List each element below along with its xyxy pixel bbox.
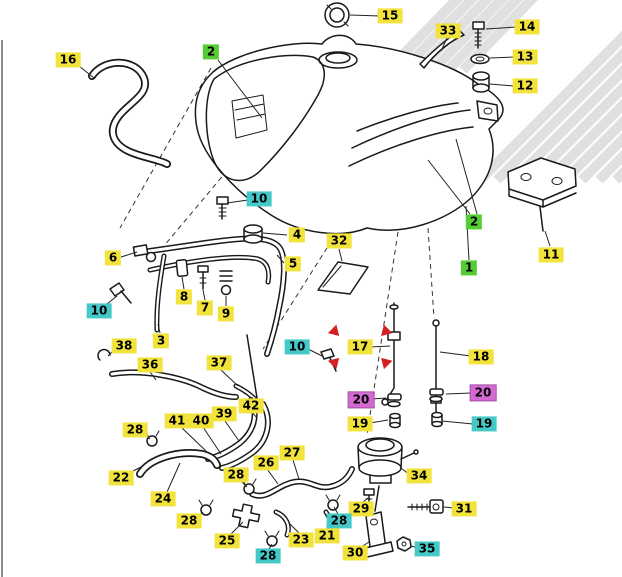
part-label-36[interactable]: 36 xyxy=(137,357,163,373)
part-label-1[interactable]: 1 xyxy=(460,260,478,276)
part-label-16[interactable]: 16 xyxy=(55,52,81,68)
part-label-11[interactable]: 11 xyxy=(538,247,564,263)
part-label-10[interactable]: 10 xyxy=(284,339,310,355)
part-label-12[interactable]: 12 xyxy=(512,78,538,94)
damper-32 xyxy=(317,261,369,295)
part-label-20[interactable]: 20 xyxy=(469,384,497,402)
part-label-14[interactable]: 14 xyxy=(514,19,540,35)
part-label-8[interactable]: 8 xyxy=(175,289,193,305)
part-label-28[interactable]: 28 xyxy=(326,513,352,529)
part-label-40[interactable]: 40 xyxy=(188,413,214,429)
part-label-37[interactable]: 37 xyxy=(206,355,232,371)
part-label-10[interactable]: 10 xyxy=(246,191,272,207)
part-label-28[interactable]: 28 xyxy=(223,467,249,483)
part-label-15[interactable]: 15 xyxy=(377,8,403,24)
leader-lines xyxy=(78,14,551,550)
part-label-19[interactable]: 19 xyxy=(347,416,373,432)
construction-lines xyxy=(119,67,435,436)
part-label-28[interactable]: 28 xyxy=(255,548,281,564)
part-label-41[interactable]: 41 xyxy=(164,413,190,429)
part-label-27[interactable]: 27 xyxy=(279,445,305,461)
part-label-23[interactable]: 23 xyxy=(288,532,314,548)
fasteners-right xyxy=(419,21,577,232)
fuel-cock-area xyxy=(357,302,444,559)
part-label-13[interactable]: 13 xyxy=(512,49,538,65)
part-label-31[interactable]: 31 xyxy=(451,501,477,517)
part-label-29[interactable]: 29 xyxy=(348,501,374,517)
part-label-33[interactable]: 33 xyxy=(435,23,461,39)
part-label-22[interactable]: 22 xyxy=(108,470,134,486)
part-label-26[interactable]: 26 xyxy=(253,455,279,471)
part-label-20[interactable]: 20 xyxy=(347,391,375,409)
part-label-10[interactable]: 10 xyxy=(86,303,112,319)
part-label-38[interactable]: 38 xyxy=(111,338,137,354)
pipe-assembly xyxy=(97,196,337,372)
part-label-18[interactable]: 18 xyxy=(468,349,494,365)
part-label-3[interactable]: 3 xyxy=(152,333,170,349)
part-label-35[interactable]: 35 xyxy=(414,541,440,557)
part-label-39[interactable]: 39 xyxy=(211,406,237,422)
part-label-19[interactable]: 19 xyxy=(471,416,497,432)
part-label-24[interactable]: 24 xyxy=(150,491,176,507)
part-label-30[interactable]: 30 xyxy=(342,545,368,561)
part-label-28[interactable]: 28 xyxy=(176,513,202,529)
part-label-42[interactable]: 42 xyxy=(238,398,264,414)
breather-hose-16 xyxy=(88,58,171,168)
hoses-bottom xyxy=(109,334,355,547)
part-label-7[interactable]: 7 xyxy=(196,300,214,316)
part-label-6[interactable]: 6 xyxy=(104,250,122,266)
part-label-32[interactable]: 32 xyxy=(326,233,352,249)
part-label-25[interactable]: 25 xyxy=(214,533,240,549)
part-label-28[interactable]: 28 xyxy=(122,422,148,438)
part-label-2[interactable]: 2 xyxy=(465,214,483,230)
part-label-9[interactable]: 9 xyxy=(217,306,235,322)
part-label-2[interactable]: 2 xyxy=(202,44,220,60)
selected-part-marker xyxy=(327,324,393,370)
part-label-4[interactable]: 4 xyxy=(288,227,306,243)
part-label-17-selected[interactable]: 17 xyxy=(327,324,393,370)
part-label-5[interactable]: 5 xyxy=(284,256,302,272)
fuel-tank xyxy=(194,2,504,235)
part-label-34[interactable]: 34 xyxy=(406,468,432,484)
part-label-21[interactable]: 21 xyxy=(314,528,340,544)
